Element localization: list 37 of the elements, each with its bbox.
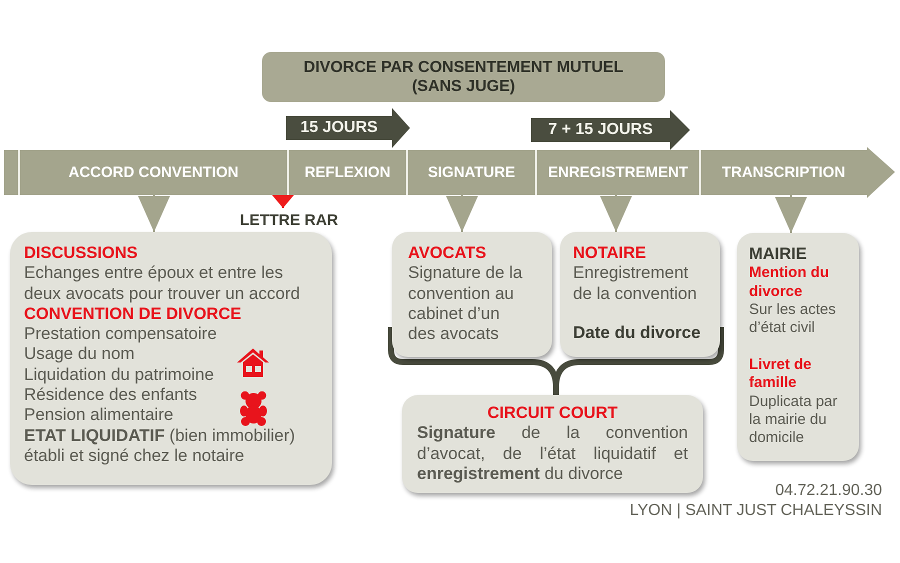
pointer-arrow [600,195,632,232]
pointer-arrow [272,195,294,208]
card-text: Signature de la convention au cabinet d’un des avocats [408,263,524,344]
card-text: ETAT LIQUIDATIF (bien immobilier) établi et signé chez le notaire [24,426,296,466]
pointer-arrow [138,195,170,232]
address-text: LYON | SAINT JUST CHALEYSSIN [630,501,882,521]
milestone-label: LETTRE RAR [240,208,338,234]
card-heading: DISCUSSIONS [24,243,138,264]
pointer-arrow [446,195,478,232]
title-banner: DIVORCE PAR CONSENTEMENT MUTUEL (SANS JUGE) [262,52,665,102]
emphasis-text: Date du divorce [573,322,701,344]
card-heading: CIRCUIT COURT [487,403,618,424]
info-card [392,232,552,357]
card-text: Signature de la convention d’avocat, de l’état liquidatif et enregistrement du divorce [417,423,688,484]
card-text: Liquidation du patrimoine [24,364,214,386]
duration-arrow: 15 JOURS [286,108,410,148]
card-text: Usage du nom [24,344,135,365]
card-text: Duplicata par la mairie du domicile [749,392,838,448]
card-text: Sur les actes d’état civil [749,300,837,338]
card-heading: Livret de famille [749,356,813,393]
card-heading: AVOCATS [408,243,486,264]
pointer-arrow [775,195,807,233]
card-heading: NOTAIRE [573,243,646,264]
info-card [560,232,720,357]
info-card [402,395,703,493]
card-heading: CONVENTION DE DIVORCE [24,304,242,324]
card-text: Résidence des enfants [24,385,197,406]
card-text: Echanges entre époux et entre les deux avocats pour trouver un accord [24,263,301,304]
card-heading: MAIRIE [749,244,807,264]
card-heading: Mention du divorce [749,264,830,301]
card-text: Enregistrement de la convention [573,263,698,304]
info-card [737,233,859,461]
phone-number: 04.72.21.90.30 [775,481,882,501]
card-text: Prestation compensatoire [24,324,217,344]
card-text: Pension alimentaire [24,405,174,426]
info-card [10,232,332,485]
duration-arrow: 7 + 15 JOURS [531,110,690,150]
